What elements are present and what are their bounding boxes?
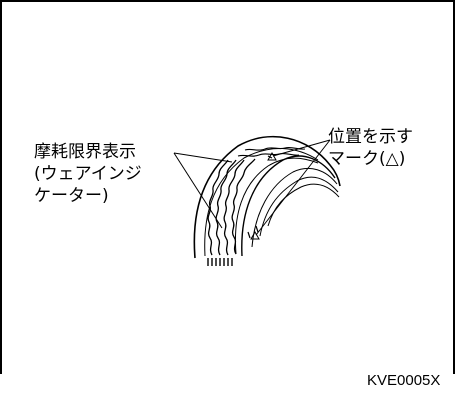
tire-outer-outline (193, 135, 341, 259)
figure-frame (0, 0, 455, 374)
position-mark-label: 位置を示す マーク(△) (328, 126, 413, 170)
wear-indicator-label-line: ケーター) (34, 186, 109, 206)
position-mark-triangle (267, 151, 277, 161)
position-mark-label-line: マーク(△) (328, 149, 406, 169)
tread-groove (231, 158, 256, 255)
tire-sidewall-line-2 (259, 176, 339, 237)
leader-line-wear (173, 152, 233, 163)
leader-line-wear (173, 152, 223, 229)
wear-indicator-label-line: (ウェアインジ (34, 164, 142, 184)
position-mark-label-line: 位置を示す (328, 127, 413, 147)
position-mark-triangle (250, 230, 260, 240)
leader-line-mark (272, 139, 331, 157)
tread-groove (223, 159, 245, 256)
wear-indicator-label: 摩耗限界表示 (ウェアインジ ケーター) (34, 141, 142, 207)
tread-band-inner (234, 157, 319, 255)
tread-groove (207, 159, 229, 256)
wear-indicator-label-line: 摩耗限界表示 (34, 142, 136, 162)
wear-indicator-bars (207, 258, 233, 266)
tread-groove (237, 152, 300, 157)
leader-line-mark (255, 139, 331, 236)
tread-groove (215, 159, 237, 256)
figure-code: KVE0005X (367, 372, 441, 389)
tire-sidewall-line-1 (251, 168, 338, 248)
tread-groove (244, 146, 306, 151)
tread-band-outer (204, 148, 319, 257)
